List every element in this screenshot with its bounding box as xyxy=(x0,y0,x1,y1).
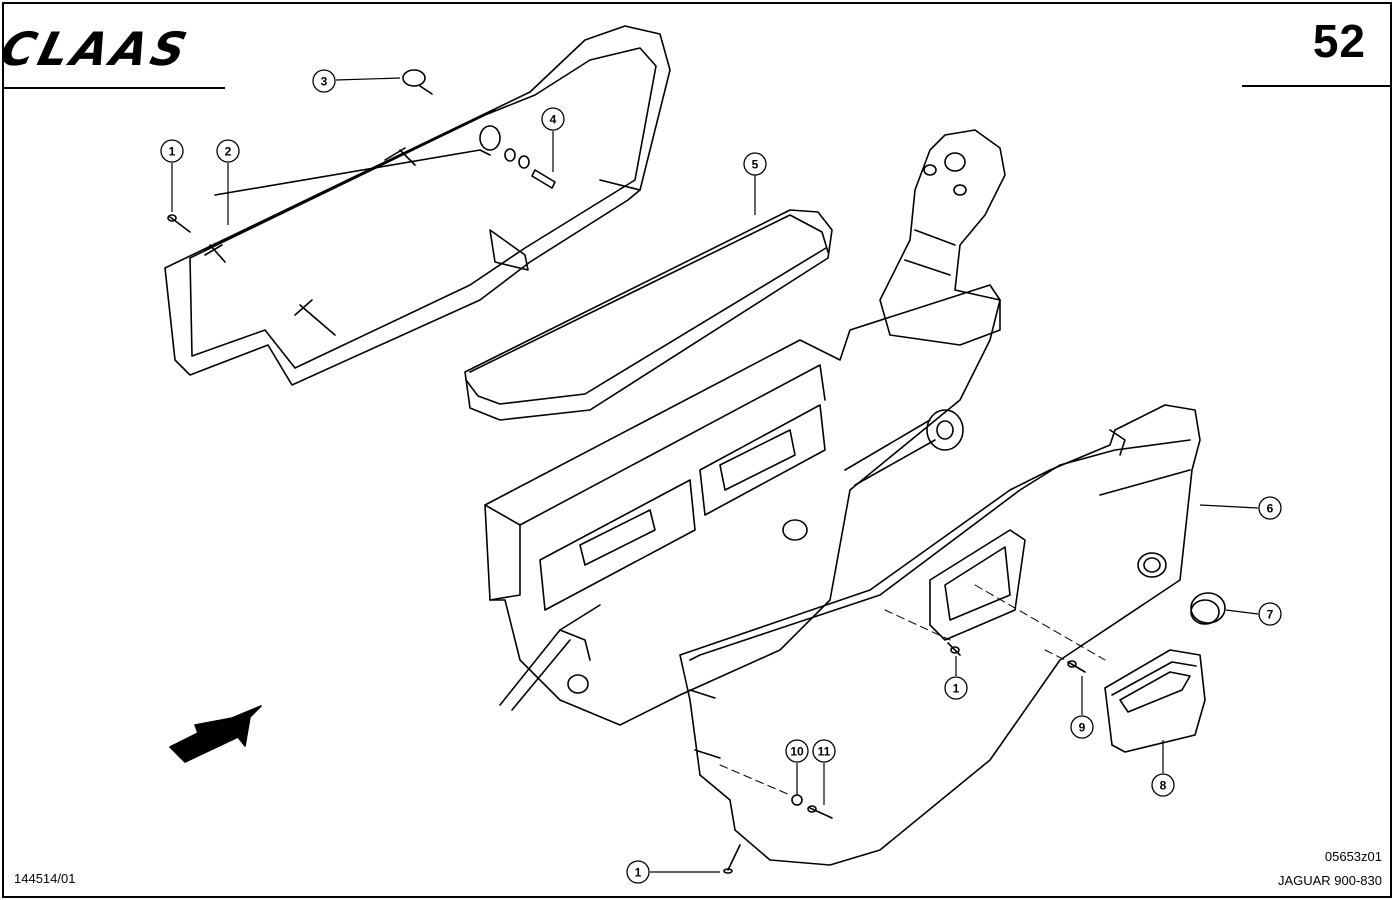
callout-7: 7 xyxy=(1258,602,1282,626)
svg-text:1: 1 xyxy=(635,866,642,880)
svg-text:4: 4 xyxy=(550,113,557,127)
callout-2: 2 xyxy=(216,139,240,163)
callout-1-bottom: 1 xyxy=(626,860,650,884)
part-11-bolt xyxy=(807,805,833,819)
callout-8: 8 xyxy=(1151,773,1175,797)
svg-text:9: 9 xyxy=(1079,721,1086,735)
callouts: 1 2 3 4 5 6 7 1 9 8 10 11 1 xyxy=(160,69,1282,884)
part-2-left-cover xyxy=(164,25,671,386)
svg-text:2: 2 xyxy=(225,145,232,159)
claas-logo: CLAAS xyxy=(0,24,195,77)
svg-text:3: 3 xyxy=(321,75,328,89)
callout-10: 10 xyxy=(785,739,809,763)
part-9-screw xyxy=(1067,660,1086,673)
svg-text:7: 7 xyxy=(1267,608,1274,622)
assembly-guides xyxy=(719,584,1106,796)
part-4-bolt xyxy=(479,125,556,189)
svg-text:6: 6 xyxy=(1267,502,1274,516)
model-name: JAGUAR 900-830 xyxy=(1277,873,1382,888)
page-number: 52 xyxy=(1312,15,1366,67)
part-5-armrest-pad xyxy=(464,209,833,421)
part-1-screw-bottom xyxy=(723,844,741,874)
part-7-round-cap xyxy=(1190,592,1226,625)
svg-text:8: 8 xyxy=(1160,779,1167,793)
part-10-washer xyxy=(791,794,803,806)
callout-4: 4 xyxy=(541,107,565,131)
svg-text:1: 1 xyxy=(169,145,176,159)
joystick-handle xyxy=(879,129,1006,346)
part-1-screw-middle xyxy=(947,642,961,656)
part-3-cap xyxy=(402,69,433,95)
callout-1: 1 xyxy=(160,139,184,163)
direction-arrow xyxy=(169,705,262,763)
svg-text:10: 10 xyxy=(790,745,804,759)
part-1-screw-top xyxy=(167,214,191,233)
svg-text:CLAAS: CLAAS xyxy=(0,24,195,77)
drawing-id: 144514/01 xyxy=(14,871,76,886)
callout-1-middle: 1 xyxy=(944,676,968,700)
callout-3: 3 xyxy=(312,69,336,93)
callout-9: 9 xyxy=(1070,715,1094,739)
callout-5: 5 xyxy=(743,152,767,176)
leader-lines xyxy=(171,77,1259,873)
console-body xyxy=(484,284,1001,726)
svg-text:1: 1 xyxy=(953,682,960,696)
svg-text:5: 5 xyxy=(752,158,759,172)
callout-11: 11 xyxy=(812,739,836,763)
reference-code: 05653z01 xyxy=(1324,849,1382,864)
part-8-handle xyxy=(1104,649,1206,753)
part-6-right-cover xyxy=(679,404,1201,866)
callout-6: 6 xyxy=(1258,496,1282,520)
svg-text:11: 11 xyxy=(818,745,831,759)
